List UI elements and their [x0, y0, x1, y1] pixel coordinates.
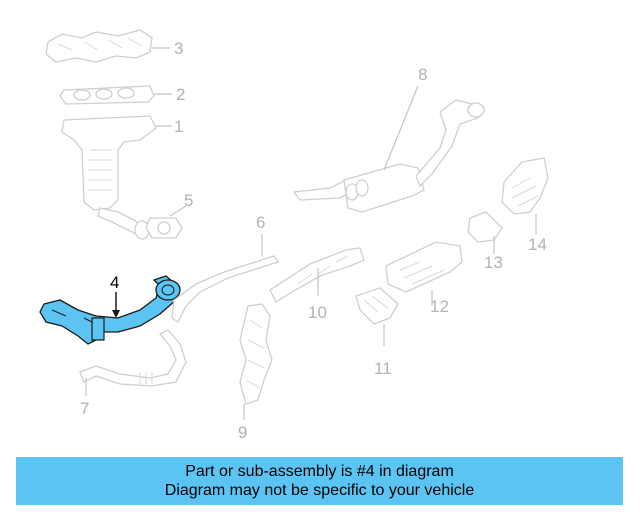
callout-5[interactable]: 5 — [184, 191, 194, 210]
part-10-heat-shield — [269, 247, 365, 303]
part-8-muffler-assembly — [292, 85, 485, 213]
callout-9[interactable]: 9 — [238, 423, 248, 442]
callout-13[interactable]: 13 — [484, 253, 503, 272]
part-12-heat-shield — [385, 241, 463, 306]
banner-line-disclaimer: Diagram may not be specific to your vehi… — [164, 482, 475, 499]
part-1-exhaust-manifold — [61, 115, 172, 240]
callout-3[interactable]: 3 — [174, 39, 184, 58]
part-14-heat-shield — [501, 157, 549, 234]
info-banner: Part or sub-assembly is #4 in diagram Di… — [16, 457, 623, 505]
exhaust-system-diagram — [39, 29, 549, 420]
callout-10[interactable]: 10 — [308, 303, 327, 322]
callout-6[interactable]: 6 — [256, 213, 266, 232]
part-9-heat-shield — [239, 303, 273, 420]
part-5-flange-gasket — [145, 205, 187, 239]
part-11-bracket — [355, 287, 399, 346]
callout-4[interactable]: 4 — [110, 273, 120, 292]
part-7-lower-pipe — [79, 329, 187, 396]
part-6-intermediate-pipe — [171, 234, 280, 323]
callout-11[interactable]: 11 — [374, 359, 392, 378]
callout-8[interactable]: 8 — [418, 65, 428, 84]
part-13-bracket — [467, 211, 503, 254]
callout-7[interactable]: 7 — [80, 399, 90, 418]
callout-14[interactable]: 14 — [528, 235, 547, 254]
part-2-gasket — [59, 85, 172, 105]
callout-12[interactable]: 12 — [430, 297, 449, 316]
callout-2[interactable]: 2 — [176, 85, 186, 104]
part-3-heat-shield — [45, 29, 170, 63]
banner-line-part-number: Part or sub-assembly is #4 in diagram — [185, 463, 454, 480]
callout-1[interactable]: 1 — [174, 117, 184, 136]
